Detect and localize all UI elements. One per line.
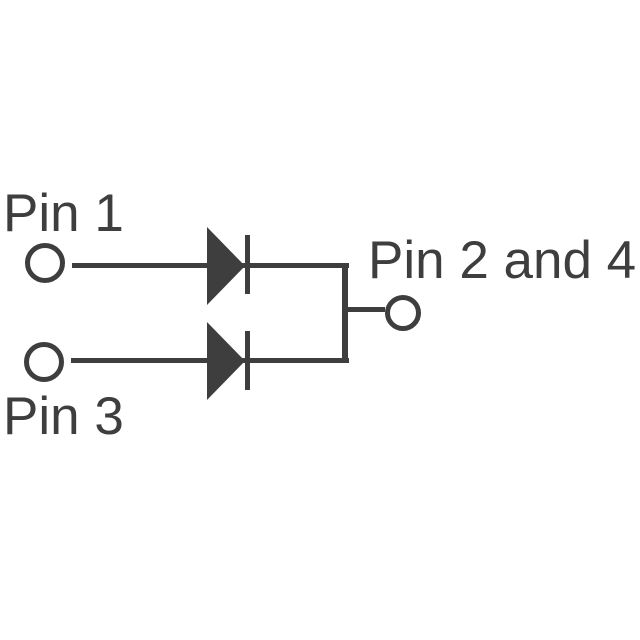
diode-2-cathode-bar-icon <box>245 331 250 390</box>
output-stub-wire <box>348 307 385 312</box>
pin-3-label: Pin 3 <box>3 387 124 446</box>
pin-3-terminal-icon <box>24 342 64 382</box>
pin-1-terminal-icon <box>25 243 65 283</box>
diode-1-cathode-bar-icon <box>245 235 250 294</box>
pin-1-label: Pin 1 <box>3 184 124 243</box>
diode-2-triangle-icon <box>207 322 245 400</box>
diode-1-triangle-icon <box>207 227 245 305</box>
pin-2-and-4-terminal-icon <box>385 295 421 331</box>
pin-2-and-4-label: Pin 2 and 4 <box>368 231 637 290</box>
cathode-junction-wire <box>342 263 348 363</box>
